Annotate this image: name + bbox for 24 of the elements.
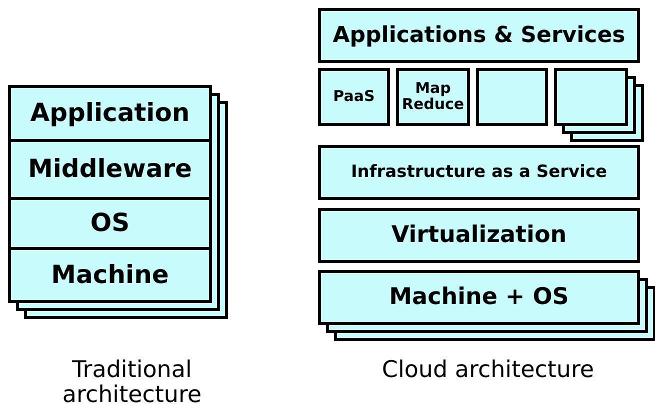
layer-box bbox=[318, 208, 640, 263]
layer-label: Infrastructure as a Service bbox=[350, 164, 608, 182]
layer-label: Virtualization bbox=[391, 223, 567, 248]
layer-label: Machine bbox=[51, 262, 169, 288]
layer-label: PaaS bbox=[333, 89, 375, 105]
layer-box bbox=[318, 8, 640, 63]
layer-box bbox=[8, 139, 212, 200]
layer-box bbox=[8, 247, 212, 303]
layer-label: OS bbox=[90, 210, 130, 237]
layer-label: Applications & Services bbox=[332, 24, 626, 48]
layer-label: Map Reduce bbox=[400, 81, 466, 113]
layer-box bbox=[8, 85, 212, 142]
layer-box bbox=[8, 197, 212, 250]
layer-box bbox=[318, 145, 640, 200]
layer-box bbox=[396, 68, 470, 126]
layer-label: Machine + OS bbox=[389, 285, 569, 310]
architecture-caption: Traditional architecture bbox=[61, 358, 203, 409]
layer-box bbox=[554, 68, 628, 126]
layer-box bbox=[318, 270, 640, 325]
layer-label: Middleware bbox=[28, 156, 192, 183]
layer-box bbox=[318, 68, 390, 126]
architecture-caption: Cloud architecture bbox=[380, 358, 596, 384]
layer-box bbox=[476, 68, 548, 126]
layer-label: Application bbox=[30, 100, 190, 127]
